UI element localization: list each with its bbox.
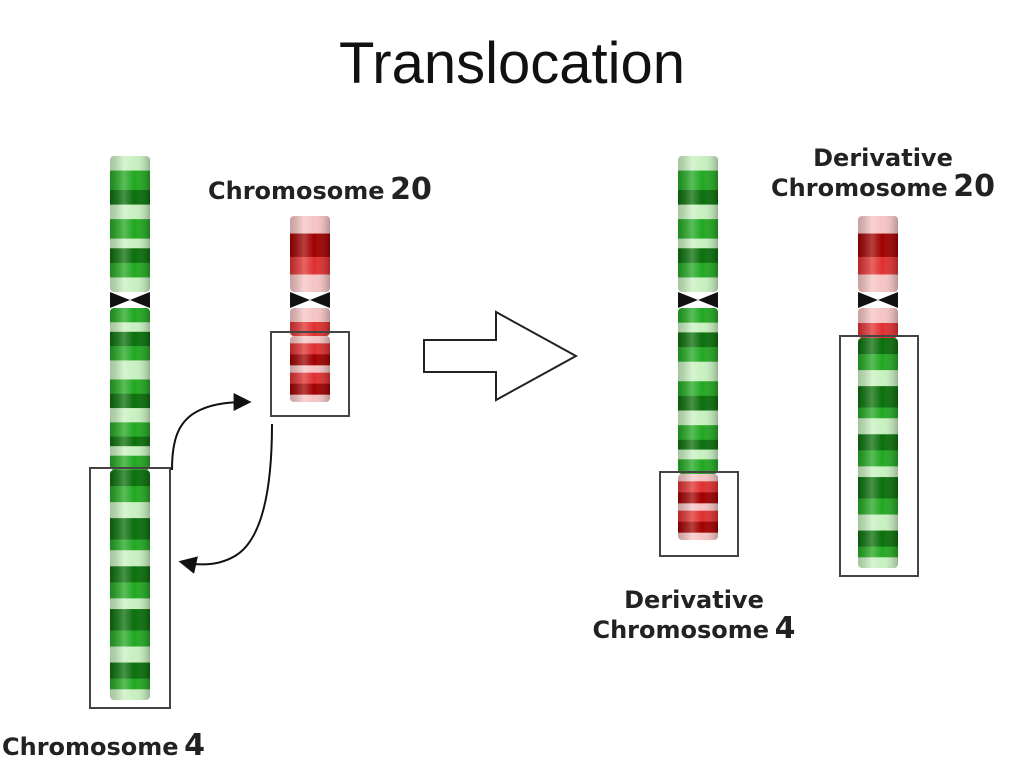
derivative-chromosome-20-p-arm: [858, 216, 898, 292]
chromosome-20-label: Chromosome 20: [208, 174, 432, 206]
chromosome-20-label-word: Chromosome: [208, 177, 385, 205]
chromosome-4-centromere: [110, 292, 150, 308]
chromosome-20-p-arm: [290, 216, 330, 292]
derivative-chromosome-4-label-number: 4: [774, 611, 796, 647]
derivative-chromosome-4-red-segment: [678, 474, 718, 540]
chromosome-4-label: Chromosome 4: [2, 730, 205, 762]
curved-double-arrow-icon: [171, 393, 273, 574]
chromosome-4-p-arm: [110, 156, 150, 292]
chromosome-shading: [110, 470, 150, 700]
derivative-chromosome-20-label-number: 20: [953, 169, 995, 205]
derivative-chromosome-4-centromere: [678, 292, 718, 308]
derivative-chromosome-20-q-arm: [858, 308, 898, 568]
derivative-chromosome-4-p-arm: [678, 156, 718, 292]
derivative-chromosome-20-label-line1: Derivative: [813, 144, 953, 172]
derivative-chromosome-20-label: Derivative Chromosome 20: [746, 144, 1020, 205]
chromosome-4-label-number: 4: [184, 728, 206, 763]
chromosome-4-label-word: Chromosome: [2, 733, 179, 761]
chromosome-20-label-number: 20: [390, 172, 432, 207]
hollow-right-arrow-icon: [423, 310, 579, 402]
chromosome-shading: [678, 308, 718, 474]
chromosome-shading: [858, 338, 898, 568]
chromosome-20: [270, 216, 350, 417]
derivative-chromosome-20-segment-box: [839, 335, 919, 577]
derivative-chromosome-4: [659, 156, 739, 557]
chromosome-4-q-arm: [110, 308, 150, 700]
derivative-chromosome-4-label-line1: Derivative: [624, 586, 764, 614]
derivative-chromosome-20-centromere: [858, 292, 898, 308]
chromosome-20-q-arm-distal: [290, 336, 330, 402]
chromosome-4-q-arm-distal: [110, 470, 150, 700]
derivative-chromosome-4-q-arm: [678, 308, 718, 540]
chromosome-shading: [858, 216, 898, 292]
chromosome-20-q-arm: [290, 308, 330, 402]
derivative-chromosome-4-segment-box: [659, 471, 739, 557]
derivative-chromosome-4-label: Derivative Chromosome 4: [566, 586, 822, 647]
derivative-chromosome-20: [839, 216, 919, 577]
chromosome-shading: [110, 156, 150, 292]
derivative-chromosome-20-green-segment: [858, 338, 898, 568]
chromosome-20-segment-box: [270, 331, 350, 417]
chromosome-shading: [858, 308, 898, 338]
chromosome-20-centromere: [290, 292, 330, 308]
slide-title: Translocation: [338, 31, 686, 96]
chromosome-4: [89, 156, 171, 709]
derivative-chromosome-4-label-word: Chromosome: [592, 616, 770, 645]
derivative-chromosome-20-label-word: Chromosome: [771, 174, 948, 203]
chromosome-4-segment-box: [89, 467, 171, 709]
chromosome-shading: [678, 156, 718, 292]
chromosome-shading: [290, 216, 330, 292]
chromosome-shading: [290, 336, 330, 402]
chromosome-shading: [678, 474, 718, 540]
chromosome-shading: [110, 308, 150, 470]
